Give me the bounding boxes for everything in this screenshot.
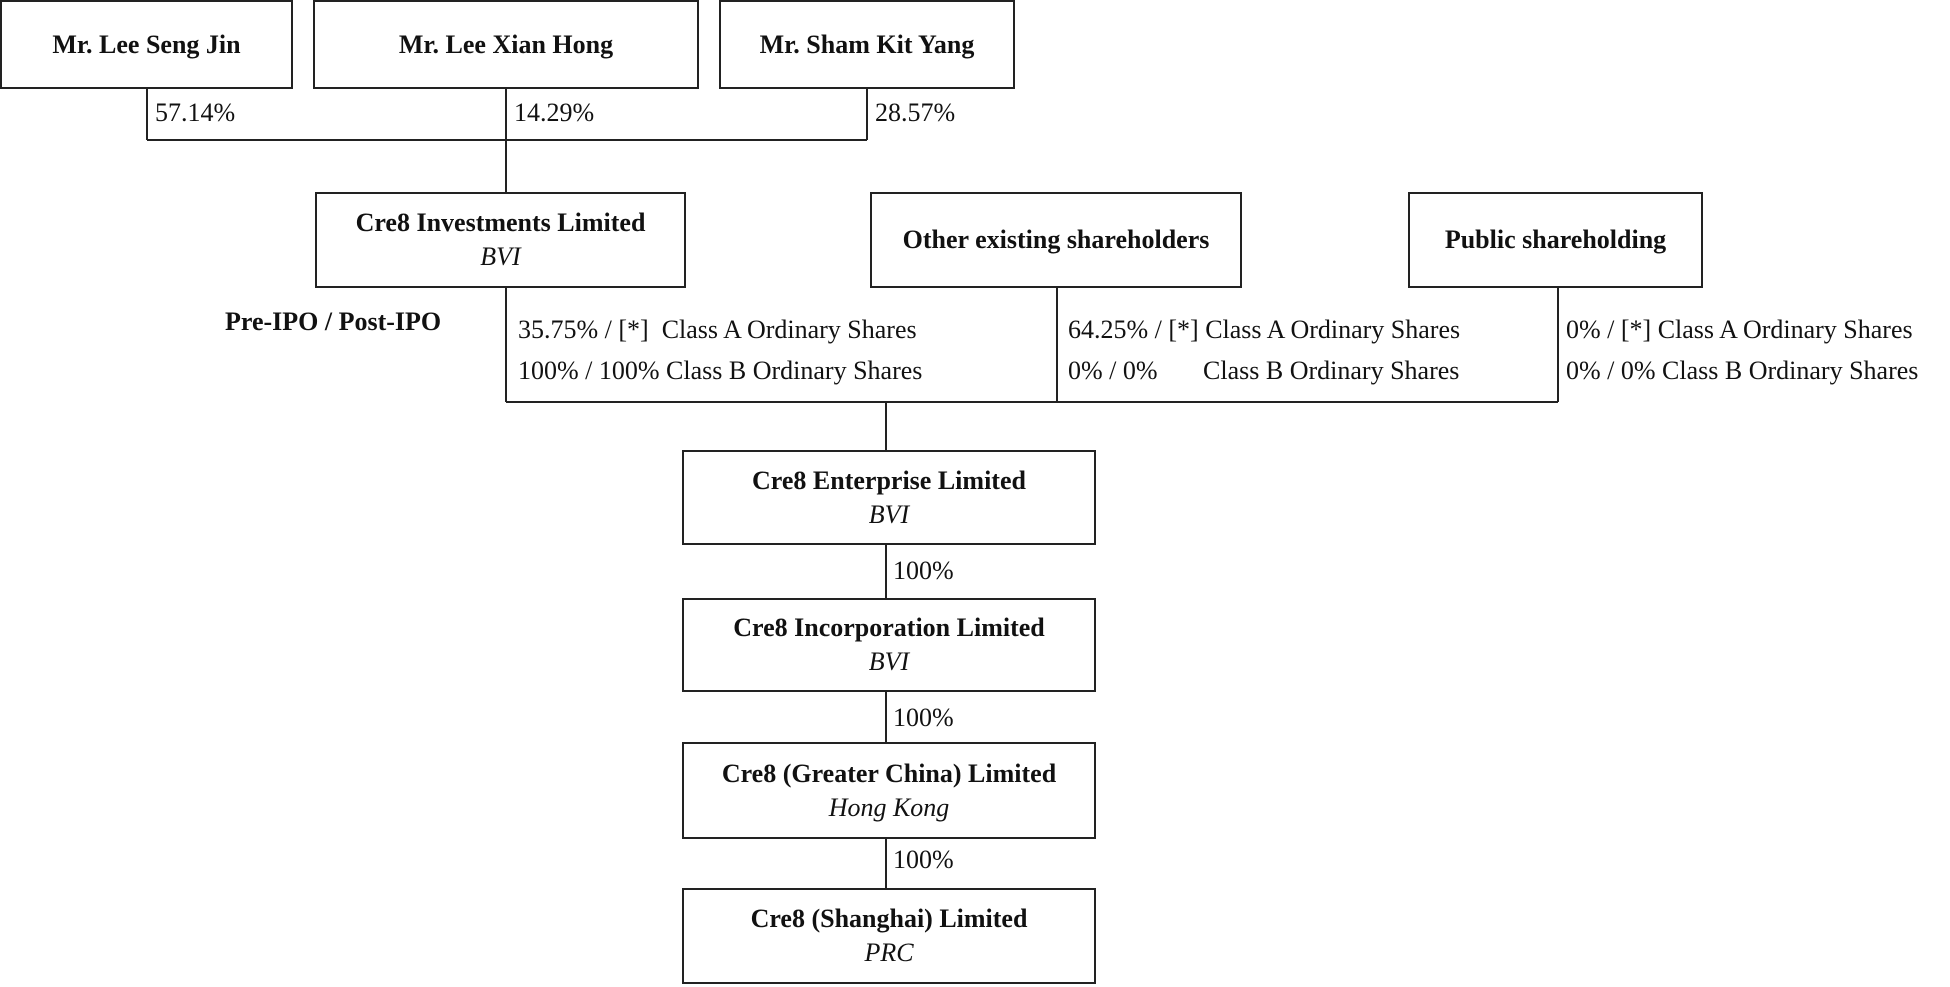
shareholder-name: Other existing shareholders [902,225,1210,254]
founder-name: Mr. Sham Kit Yang [759,29,975,59]
holding-class-b-other-existing: 0% / 0% Class B Ordinary Shares [1068,356,1460,385]
shareholder-name: Public shareholding [1444,225,1667,254]
ownership-pct-cre8-incorporation: 100% [893,556,954,585]
founder-name: Mr. Lee Seng Jin [52,29,241,59]
entity-name: Cre8 (Greater China) Limited [721,758,1057,788]
entity-box-cre8-incorporation: Cre8 Incorporation Limited BVI [682,598,1096,692]
shareholder-box-other-existing: Other existing shareholders [870,192,1242,288]
entity-name: Cre8 Enterprise Limited [752,465,1026,495]
founder-pct-lee-xian-hong: 14.29% [514,98,595,127]
entity-jurisdiction: PRC [864,938,914,967]
ownership-pct-cre8-greater-china: 100% [893,703,954,732]
shareholder-box-cre8-investments: Cre8 Investments Limited BVI [315,192,686,288]
founder-box-lee-seng-jin: Mr. Lee Seng Jin [0,0,293,89]
founder-box-sham-kit-yang: Mr. Sham Kit Yang [719,0,1015,89]
shareholder-name: Cre8 Investments Limited [355,208,646,237]
holding-class-a-other-existing: 64.25% / [*] Class A Ordinary Shares [1068,315,1461,344]
shareholder-jurisdiction: BVI [480,242,521,271]
entity-jurisdiction: BVI [868,499,910,529]
holding-class-b-cre8-investments: 100% / 100% Class B Ordinary Shares [518,356,923,385]
ipo-stage-label: Pre-IPO / Post-IPO [225,307,442,336]
entity-jurisdiction: Hong Kong [828,792,950,822]
founder-pct-lee-seng-jin: 57.14% [155,98,236,127]
ownership-pct-cre8-shanghai: 100% [893,845,954,874]
shareholder-box-public: Public shareholding [1408,192,1703,288]
holding-class-a-cre8-investments: 35.75% / [*] Class A Ordinary Shares [518,315,917,344]
entity-name: Cre8 (Shanghai) Limited [750,904,1028,933]
founder-name: Mr. Lee Xian Hong [398,29,614,59]
holding-class-a-public: 0% / [*] Class A Ordinary Shares [1566,315,1913,344]
entity-box-cre8-enterprise: Cre8 Enterprise Limited BVI [682,450,1096,545]
founder-box-lee-xian-hong: Mr. Lee Xian Hong [313,0,699,89]
founder-pct-sham-kit-yang: 28.57% [875,98,956,127]
entity-name: Cre8 Incorporation Limited [733,613,1045,642]
entity-jurisdiction: BVI [868,647,910,676]
entity-box-cre8-shanghai: Cre8 (Shanghai) Limited PRC [682,888,1096,984]
holding-class-b-public: 0% / 0% Class B Ordinary Shares [1566,356,1919,385]
entity-box-cre8-greater-china: Cre8 (Greater China) Limited Hong Kong [682,742,1096,839]
